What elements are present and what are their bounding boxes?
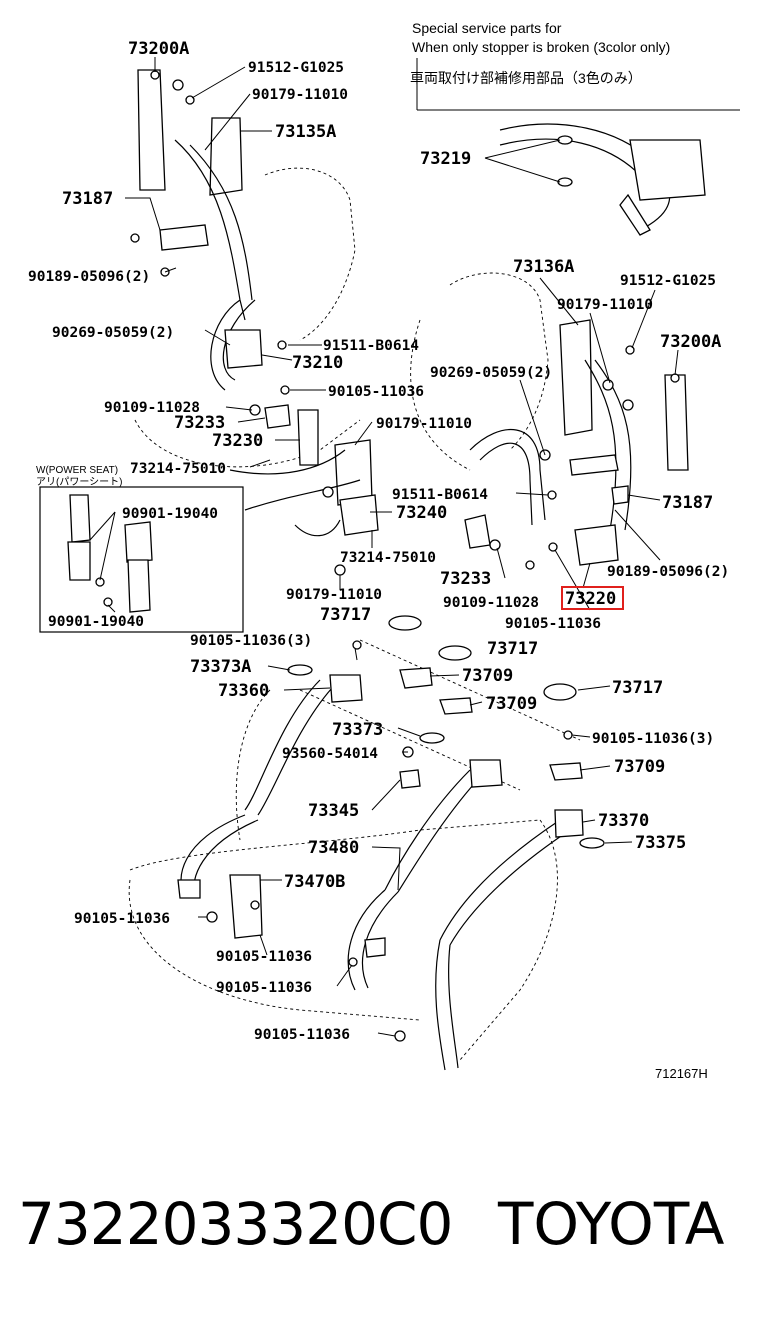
label-90269-left: 90269-05059(2) (52, 325, 174, 341)
label-90179-right: 90179-11010 (557, 297, 653, 313)
figure-id: 712167H (655, 1066, 708, 1081)
part-number: 7322033320C0 (18, 1190, 453, 1258)
brand-name: TOYOTA (498, 1190, 725, 1258)
label-73470b: 73470B (284, 872, 345, 892)
label-73480: 73480 (308, 838, 359, 858)
leader-lines (89, 57, 679, 1037)
label-90105-b: 90105-11036 (505, 616, 601, 632)
label-73717-a: 73717 (320, 605, 371, 625)
label-90105-e: 90105-11036 (74, 911, 170, 927)
label-73709-c: 73709 (614, 757, 665, 777)
label-90179-left: 90179-11010 (252, 87, 348, 103)
label-90105-c: 90105-11036(3) (190, 633, 312, 649)
label-73220: 73220 (565, 589, 616, 609)
label-90189-right: 90189-05096(2) (607, 564, 729, 580)
label-73187-right: 73187 (662, 493, 713, 513)
label-73230: 73230 (212, 431, 263, 451)
label-73370: 73370 (598, 811, 649, 831)
label-73375: 73375 (635, 833, 686, 853)
label-73219: 73219 (420, 149, 471, 169)
label-90105-a: 90105-11036 (328, 384, 424, 400)
label-90109-right: 90109-11028 (443, 595, 539, 611)
label-73709-a: 73709 (462, 666, 513, 686)
label-90179-mid: 90179-11010 (376, 416, 472, 432)
label-73136a: 73136A (513, 257, 574, 277)
seat-belt-parts-diagram: Special service parts for When only stop… (28, 20, 740, 1081)
label-91511-right: 91511-B0614 (392, 487, 488, 503)
note-line-2: When only stopper is broken (3color only… (412, 39, 670, 55)
label-73709-b: 73709 (486, 694, 537, 714)
label-73240: 73240 (396, 503, 447, 523)
label-90179-low: 90179-11010 (286, 587, 382, 603)
highlight-box (561, 586, 624, 610)
label-73360: 73360 (218, 681, 269, 701)
right-front-belt-assembly (464, 319, 689, 570)
label-93560: 93560-54014 (282, 746, 378, 762)
label-73214-a: 73214-75010 (130, 461, 226, 477)
inset-subtitle: アリ(パワーシート) (36, 476, 122, 488)
label-73187-left: 73187 (62, 189, 113, 209)
label-90901-b: 90901-19040 (48, 614, 144, 630)
note-line-1: Special service parts for (412, 20, 562, 36)
label-90105-d: 90105-11036(3) (592, 731, 714, 747)
label-90189-left: 90189-05096(2) (28, 269, 150, 285)
special-service-parts (416, 58, 740, 236)
inset-title: W(POWER SEAT) (36, 465, 118, 476)
label-91512-right: 91512-G1025 (620, 273, 716, 289)
label-73200a-right: 73200A (660, 332, 721, 352)
label-91511-left: 91511-B0614 (323, 338, 419, 354)
label-73210: 73210 (292, 353, 343, 373)
label-73717-b: 73717 (487, 639, 538, 659)
label-90105-h: 90105-11036 (254, 1027, 350, 1043)
label-73345: 73345 (308, 801, 359, 821)
label-73717-c: 73717 (612, 678, 663, 698)
label-91512-left: 91512-G1025 (248, 60, 344, 76)
label-90105-g: 90105-11036 (216, 980, 312, 996)
label-90105-f: 90105-11036 (216, 949, 312, 965)
label-90901-a: 90901-19040 (122, 506, 218, 522)
rear-seat-outlines (128, 639, 581, 1061)
label-90109-left: 90109-11028 (104, 400, 200, 416)
label-73373: 73373 (332, 720, 383, 740)
label-73200a-left: 73200A (128, 39, 189, 59)
footer: 7322033320C0 TOYOTA (0, 1190, 760, 1290)
label-73214-b: 73214-75010 (340, 550, 436, 566)
label-73135a: 73135A (275, 122, 336, 142)
power-seat-inset (39, 486, 244, 633)
label-73373a: 73373A (190, 657, 251, 677)
label-90269-right: 90269-05059(2) (430, 365, 552, 381)
label-73233-left: 73233 (174, 413, 225, 433)
left-front-belt-assembly (130, 69, 379, 576)
rear-belt-assembly (177, 615, 605, 1071)
note-line-3: 車両取付け部補修用部品（3色のみ） (410, 70, 642, 86)
label-73233-right: 73233 (440, 569, 491, 589)
